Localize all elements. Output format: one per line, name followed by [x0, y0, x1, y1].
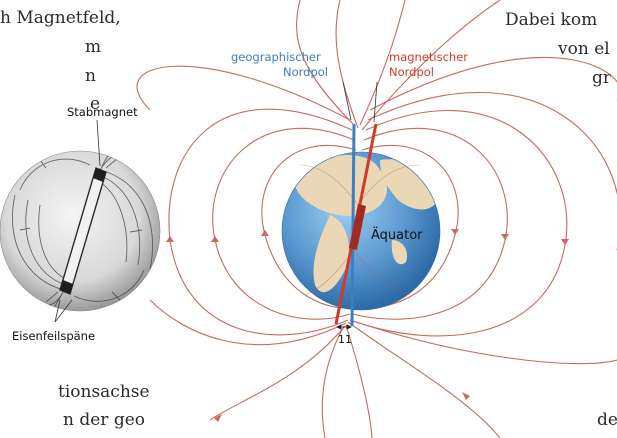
text-fragment-right-3: gr: [592, 68, 612, 88]
arrow-icon: [462, 392, 470, 400]
text-fragment-left-3: n: [85, 66, 96, 86]
text-fragment-right-4: de: [597, 412, 617, 430]
text-fragment-left-4: e: [90, 94, 101, 114]
earth-bar-magnet: [349, 204, 366, 250]
text-fragment-left-6: n der geo: [63, 412, 146, 430]
arrow-icon: [166, 236, 174, 242]
arrow-icon: [261, 230, 269, 236]
arrow-icon: [561, 239, 569, 245]
magnetic-label-leader: [373, 81, 378, 123]
iron-filings-label: Eisenfeilspäne: [12, 329, 96, 343]
earth-globe-illustration: [281, 151, 441, 311]
equator-label: Äquator: [371, 228, 423, 243]
text-fragment-left-5: tionsachse: [58, 382, 150, 402]
field-line: [335, 0, 359, 129]
arrow-icon: [211, 236, 219, 242]
field-line: [136, 65, 351, 121]
field-line: [347, 321, 501, 438]
text-fragment-right-1: Dabei kom: [505, 10, 598, 30]
field-line: [321, 325, 345, 438]
bar-magnet-sphere-illustration: [0, 150, 161, 312]
magnetic-north-label-line1: magnetischer: [389, 50, 469, 64]
bar-magnet-leader: [96, 119, 101, 167]
field-line: [209, 325, 346, 421]
arrow-icon: [214, 414, 222, 422]
geographic-label-leader: [342, 81, 352, 121]
arrow-icon: [501, 234, 509, 240]
angle-indicator: [336, 324, 352, 330]
field-line: [349, 319, 617, 365]
text-fragment-left-1: h Magnetfeld,: [0, 8, 121, 28]
text-fragment-left-2: m: [85, 37, 102, 57]
magnetic-north-label-line2: Nordpol: [389, 65, 434, 79]
field-line: [361, 0, 501, 131]
field-line: [359, 0, 406, 126]
field-line: [345, 324, 373, 438]
bar-magnet-label: Stabmagnet: [67, 105, 138, 119]
field-line: [149, 299, 347, 346]
geographic-axis: [350, 123, 356, 327]
field-line: [296, 0, 355, 126]
arrow-icon: [451, 229, 459, 235]
text-fragment-right-2: von el: [558, 39, 610, 59]
field-line: [369, 57, 617, 111]
iron-filings-leader: [54, 299, 73, 323]
geographic-north-label-line1: geographischer: [231, 50, 321, 64]
angle-label: 11: [338, 333, 352, 346]
field-line: [367, 91, 617, 250]
geographic-north-label-line2: Nordpol: [283, 65, 328, 79]
